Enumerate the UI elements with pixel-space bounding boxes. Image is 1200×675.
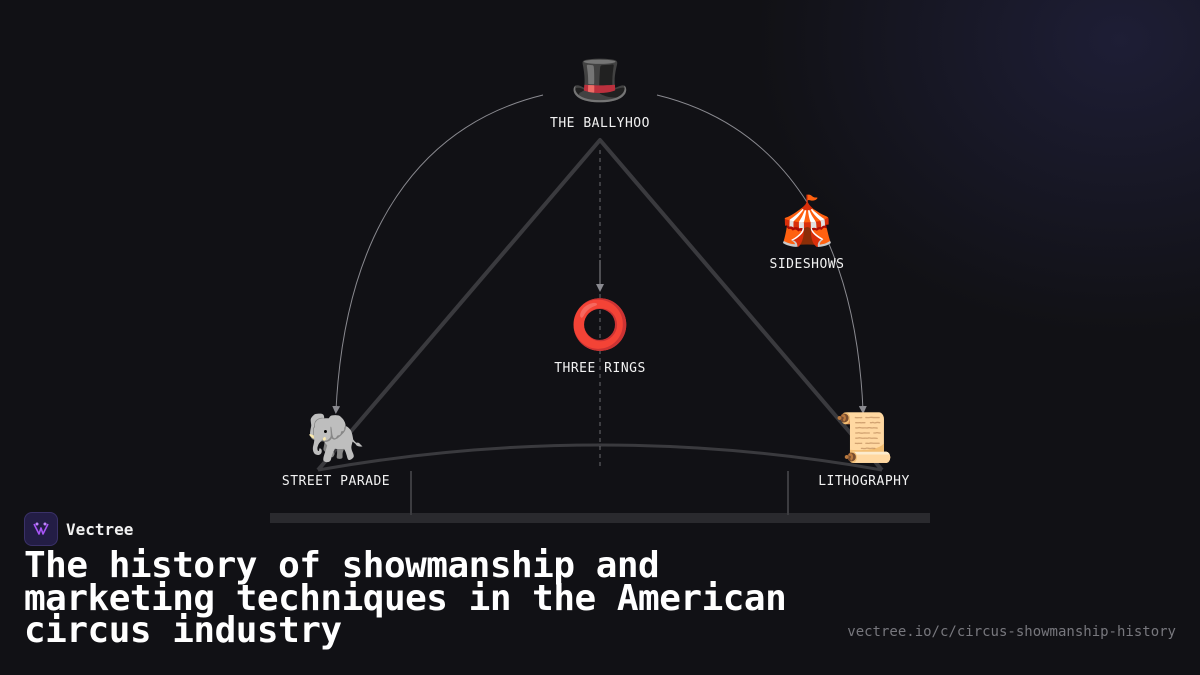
node-sideshows: 🎪 SIDESHOWS (707, 193, 907, 272)
node-street-parade: 🐘 STREET PARADE (236, 410, 436, 489)
node-label-sideshows: SIDESHOWS (769, 257, 845, 272)
node-label-three-rings: THREE RINGS (554, 361, 646, 376)
brand[interactable]: Vectree (24, 512, 133, 546)
node-lithography: 📜 LITHOGRAPHY (764, 410, 964, 489)
elephant-icon: 🐘 (306, 410, 366, 466)
ballyhoo-to-lithography-arc (656, 94, 867, 414)
ballyhoo-to-parade-arc (332, 94, 544, 414)
triangle-base-curve (317, 443, 883, 472)
brand-name: Vectree (66, 519, 134, 539)
stage-base-bar (270, 513, 930, 523)
node-three-rings: ⭕ THREE RINGS (500, 297, 700, 376)
circus-tent-icon: 🎪 (777, 193, 837, 249)
node-ballyhoo: 🎩 THE BALLYHOO (500, 52, 700, 131)
node-label-lithography: LITHOGRAPHY (818, 474, 910, 489)
source-url[interactable]: vectree.io/c/circus-showmanship-history (847, 624, 1176, 640)
vectree-logo-icon (24, 512, 58, 546)
triangle-frame (316, 138, 884, 472)
node-label-ballyhoo: THE BALLYHOO (550, 116, 650, 131)
ring-icon: ⭕ (570, 297, 630, 353)
top-hat-icon: 🎩 (570, 52, 630, 108)
scroll-icon: 📜 (834, 410, 894, 466)
page-title: The history of showmanship and marketing… (24, 545, 787, 651)
node-label-street-parade: STREET PARADE (281, 474, 391, 489)
